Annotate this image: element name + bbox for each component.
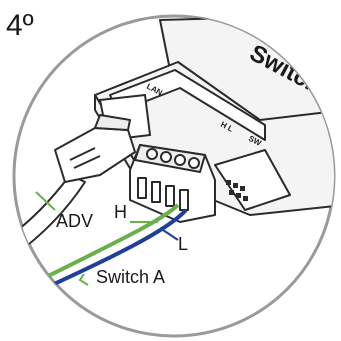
sw-connector-housing [214, 149, 291, 211]
screw-3 [174, 154, 186, 166]
l-label: L [178, 234, 188, 254]
slot-2 [151, 181, 161, 203]
h-label: H [114, 202, 127, 222]
l-leader-line [159, 227, 179, 241]
screw-4 [188, 157, 200, 169]
rj45-ridge-2 [73, 155, 101, 169]
slot-1 [137, 177, 147, 199]
sw-pins [226, 180, 248, 201]
green-wire-h [19, 203, 180, 292]
switch-a-arrow [78, 273, 89, 286]
adv-label: ADV [56, 211, 93, 231]
rj45-ridge-1 [69, 147, 96, 161]
screw-1 [146, 148, 158, 160]
adv-leader-line [35, 191, 56, 211]
switch-a-label: Switch A [96, 267, 165, 287]
adv-cable-jacket [14, 174, 86, 263]
screw-2 [160, 151, 172, 163]
step-number: 4º [6, 9, 34, 42]
adv-cable [14, 114, 136, 263]
slot-3 [165, 185, 175, 207]
device-scene: Switch LAN H L SW [14, 16, 334, 298]
rj45-clip [94, 114, 131, 131]
slot-4 [179, 189, 189, 211]
terminal-block [129, 144, 216, 223]
blue-wire-l [27, 208, 188, 298]
